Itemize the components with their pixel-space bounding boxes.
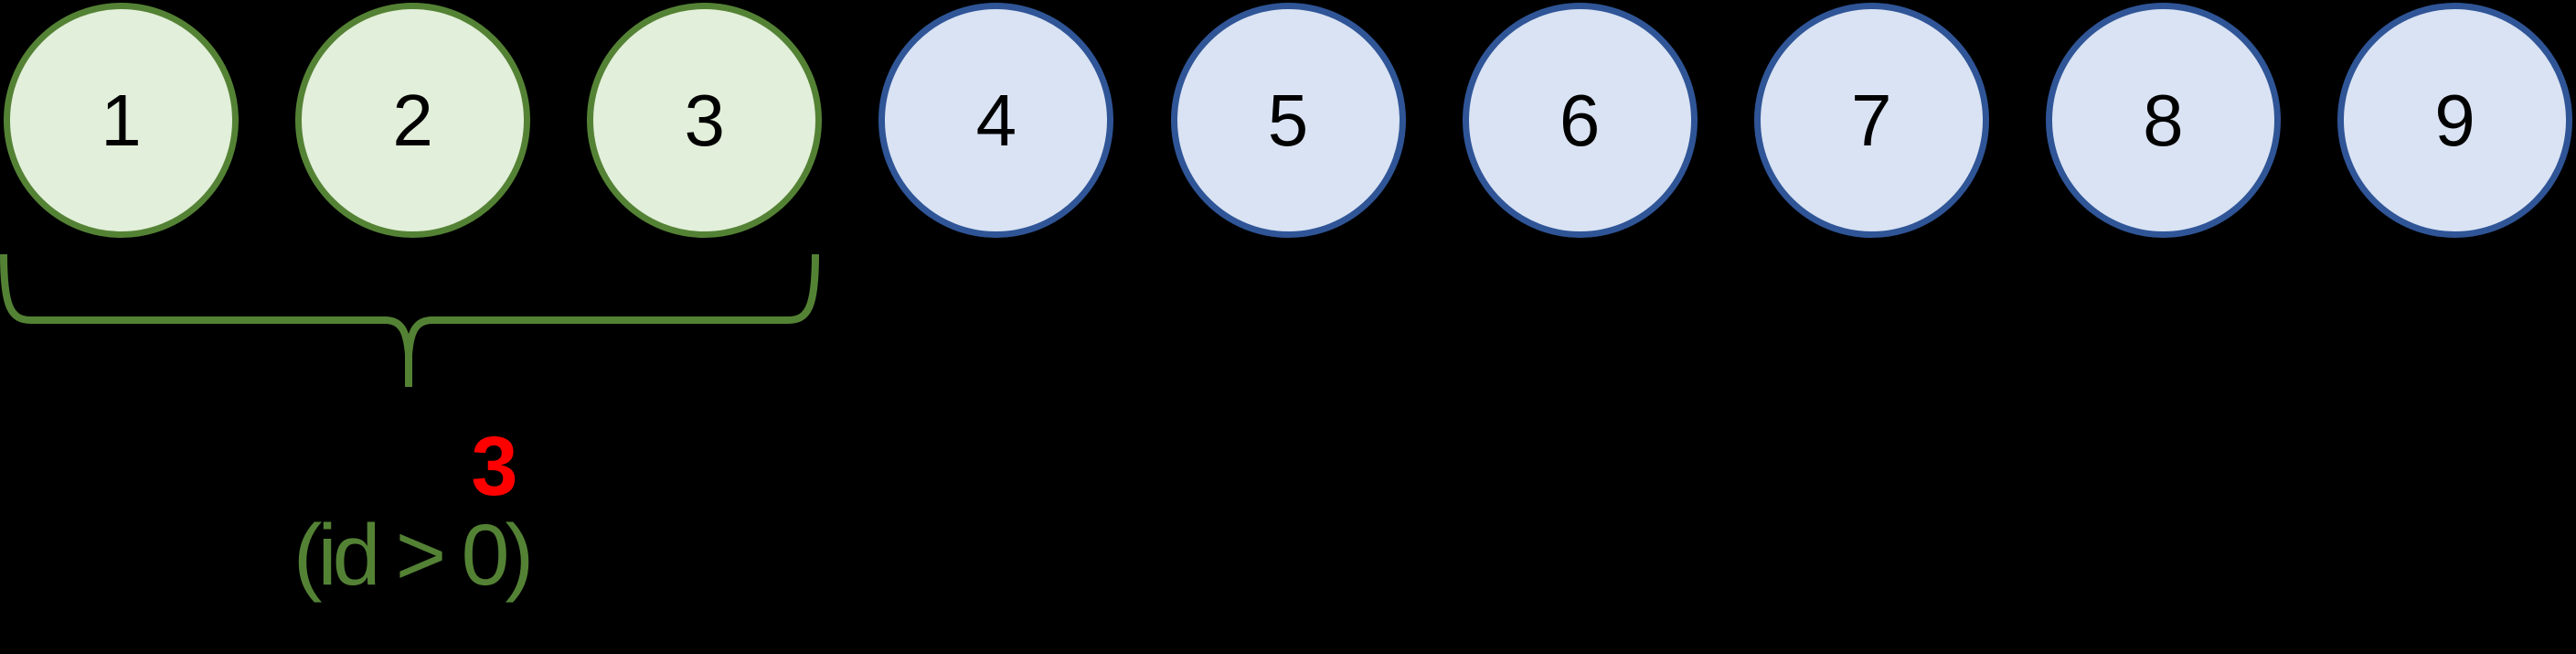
- circle-node-1: 1: [4, 3, 239, 238]
- condition-label: (id > 0): [293, 507, 534, 604]
- underbrace-path: [0, 253, 819, 387]
- circle-node-5: 5: [1170, 3, 1406, 238]
- circle-node-4: 4: [878, 3, 1114, 238]
- circle-node-9: 9: [2337, 3, 2572, 238]
- circle-number: 7: [1851, 79, 1892, 161]
- circle-number: 9: [2434, 79, 2475, 161]
- circle-node-2: 2: [295, 3, 531, 238]
- circle-number: 3: [684, 79, 726, 161]
- count-label: 3: [471, 420, 518, 513]
- circle-node-6: 6: [1462, 3, 1698, 238]
- circle-number: 6: [1559, 79, 1601, 161]
- circle-node-8: 8: [2045, 3, 2281, 238]
- circle-node-3: 3: [587, 3, 823, 238]
- circle-row: 1 2 3 4 5 6 7 8 9: [4, 3, 2572, 238]
- circle-number: 1: [101, 79, 142, 161]
- circle-node-7: 7: [1753, 3, 1989, 238]
- circle-number: 4: [975, 79, 1017, 161]
- circle-number: 2: [392, 79, 433, 161]
- circle-number: 8: [2143, 79, 2184, 161]
- circle-number: 5: [1267, 79, 1309, 161]
- group-underbrace: [0, 253, 819, 387]
